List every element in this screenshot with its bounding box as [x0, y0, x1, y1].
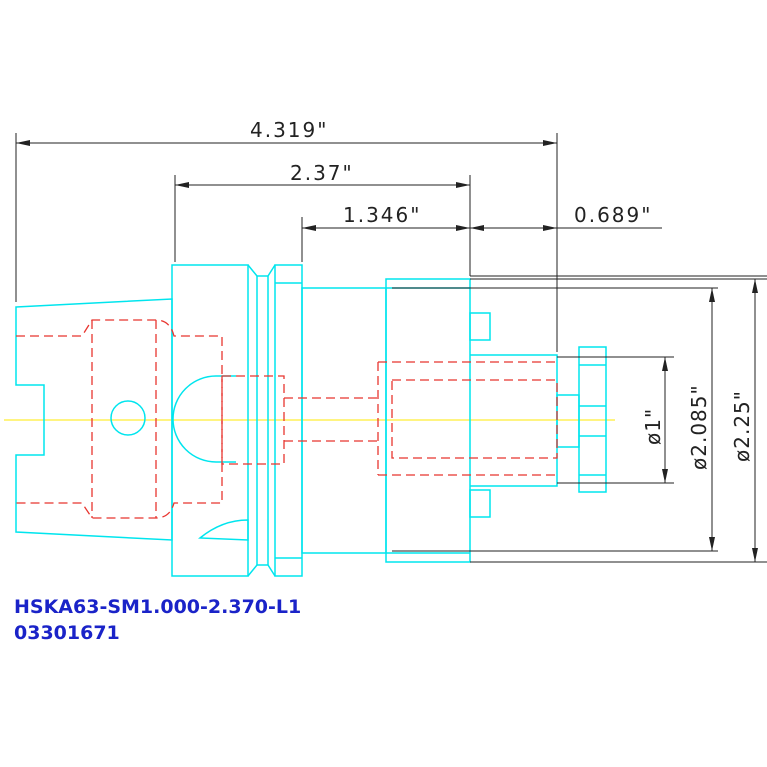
- flange-pocket: [172, 375, 236, 463]
- flange: [171, 264, 249, 577]
- dim-bore-diameter: ø1": [641, 408, 665, 445]
- drive-key-top: [469, 312, 491, 341]
- part-name: HSKA63-SM1.000-2.370-L1: [14, 596, 302, 618]
- dim-projection-length: 0.689": [574, 203, 652, 227]
- dim-body-diameter: ø2.085": [687, 384, 711, 470]
- hidden-main-bore: [377, 361, 557, 476]
- dim-shank-length: 2.37": [290, 161, 354, 185]
- dim-overall-length: 4.319": [250, 118, 328, 142]
- hidden-pocket: [221, 375, 285, 465]
- body: [385, 278, 471, 563]
- hidden-lines: [16, 319, 558, 519]
- hidden-coolant-bore: [16, 319, 223, 519]
- drive-key-bottom: [469, 489, 491, 518]
- dimension-lines: [15, 133, 767, 563]
- front-tip: [556, 394, 580, 448]
- dim-nose-length: 1.346": [343, 203, 421, 227]
- dim-flange-diameter: ø2.25": [730, 390, 754, 462]
- cross-hole: [110, 400, 146, 436]
- v-groove: [247, 264, 276, 577]
- part-number: 03301671: [14, 622, 120, 644]
- flange-notch: [197, 519, 249, 541]
- arrowheads: [16, 140, 758, 562]
